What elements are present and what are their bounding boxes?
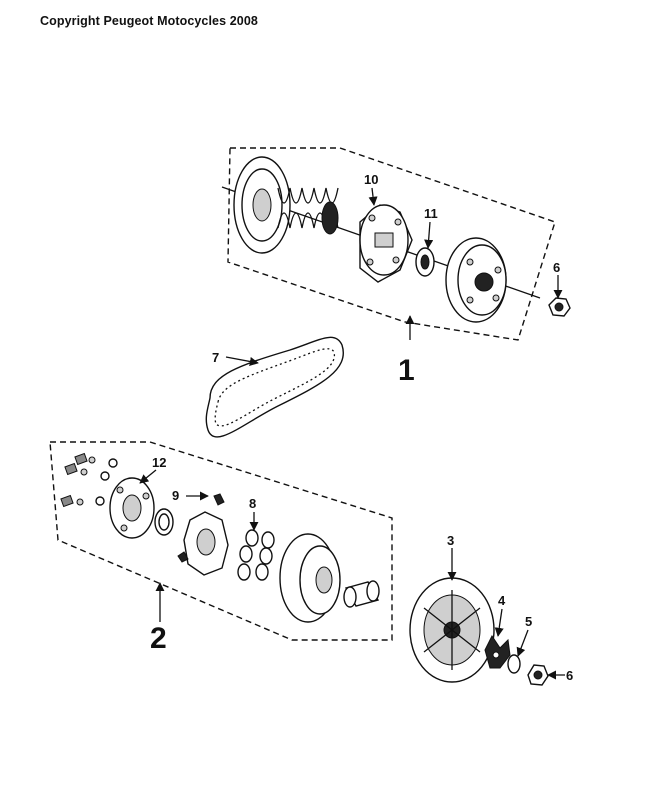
variator-bushing <box>343 580 380 608</box>
callout-2: 2 <box>150 622 167 655</box>
variator-screws <box>60 452 118 508</box>
callout-9: 9 <box>172 488 179 503</box>
clutch-plate <box>359 204 413 283</box>
seal-ring <box>154 508 174 536</box>
clutch-spring <box>277 187 339 235</box>
ramp-plate <box>109 477 155 539</box>
starter-gear <box>484 635 511 669</box>
group-1-outline <box>227 147 556 341</box>
driven-pulley <box>233 156 291 254</box>
copyright-text: Copyright Peugeot Motocycles 2008 <box>40 14 258 28</box>
callout-1: 1 <box>398 354 415 387</box>
variator-pulley <box>279 533 341 623</box>
callout-10: 10 <box>364 172 378 187</box>
nut-upper <box>548 297 571 317</box>
clutch-bell <box>445 237 507 323</box>
callout-12: 12 <box>152 455 166 470</box>
callout-6-lower: 6 <box>566 668 573 683</box>
group-2-outline <box>49 441 393 641</box>
washer-lower <box>507 654 521 674</box>
callout-5: 5 <box>525 614 532 629</box>
callout-8: 8 <box>249 496 256 511</box>
washer <box>415 247 435 277</box>
variator-cam <box>177 493 229 576</box>
callout-11: 11 <box>424 206 438 221</box>
nut-lower <box>527 664 549 686</box>
variator-rollers <box>237 529 275 581</box>
callout-6-upper: 6 <box>553 260 560 275</box>
callout-4: 4 <box>498 593 506 608</box>
callout-7: 7 <box>212 350 219 365</box>
callout-3: 3 <box>447 533 454 548</box>
fan-pulley <box>409 577 495 683</box>
drive-belt <box>205 336 344 438</box>
